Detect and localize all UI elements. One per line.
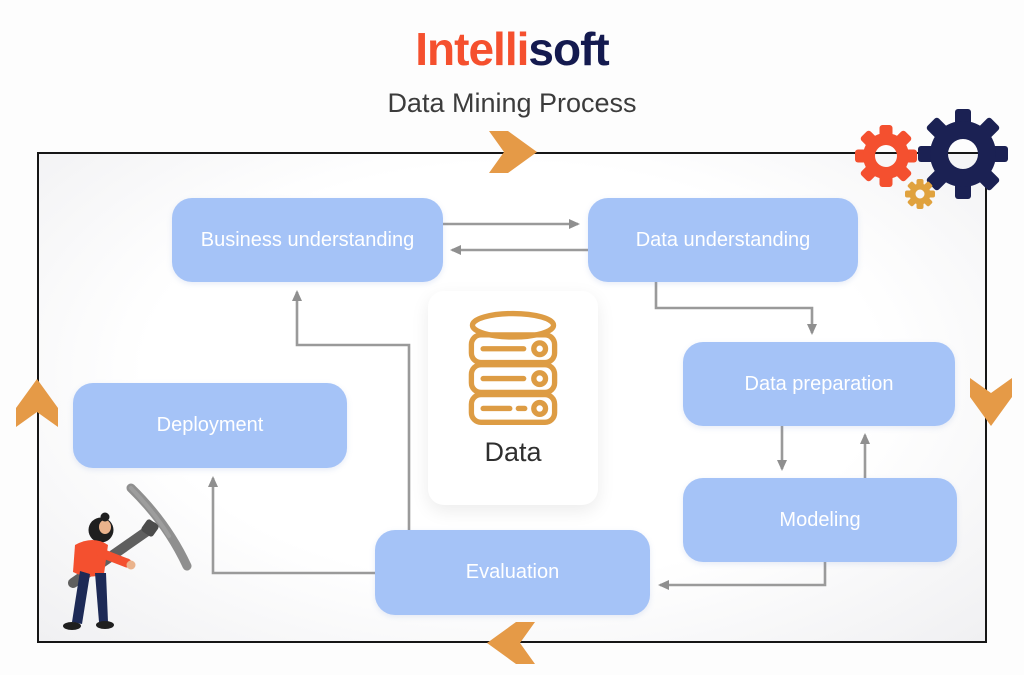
node-label: Modeling: [779, 508, 861, 531]
brand-logo-part2: soft: [528, 23, 609, 75]
data-center-card: Data: [428, 291, 598, 505]
data-card-label: Data: [484, 437, 542, 467]
node-label: Deployment: [156, 414, 264, 436]
node-label: Data preparation: [744, 372, 894, 395]
brand-logo-part1: Intelli: [415, 23, 529, 75]
page-title: Data Mining Process: [387, 88, 637, 118]
node-data-understanding: Data understanding: [588, 198, 858, 282]
node-evaluation: Evaluation: [375, 530, 650, 615]
node-business-understanding: Business understanding: [172, 198, 443, 282]
database-icon: [468, 310, 558, 426]
brand-logo: Intellisoft: [0, 22, 1024, 76]
node-label: Evaluation: [465, 561, 560, 583]
node-label: Business understanding: [200, 228, 415, 251]
node-modeling: Modeling: [683, 478, 957, 562]
node-deployment: Deployment: [73, 383, 347, 468]
node-data-preparation: Data preparation: [683, 342, 955, 426]
node-label: Data understanding: [635, 228, 811, 251]
